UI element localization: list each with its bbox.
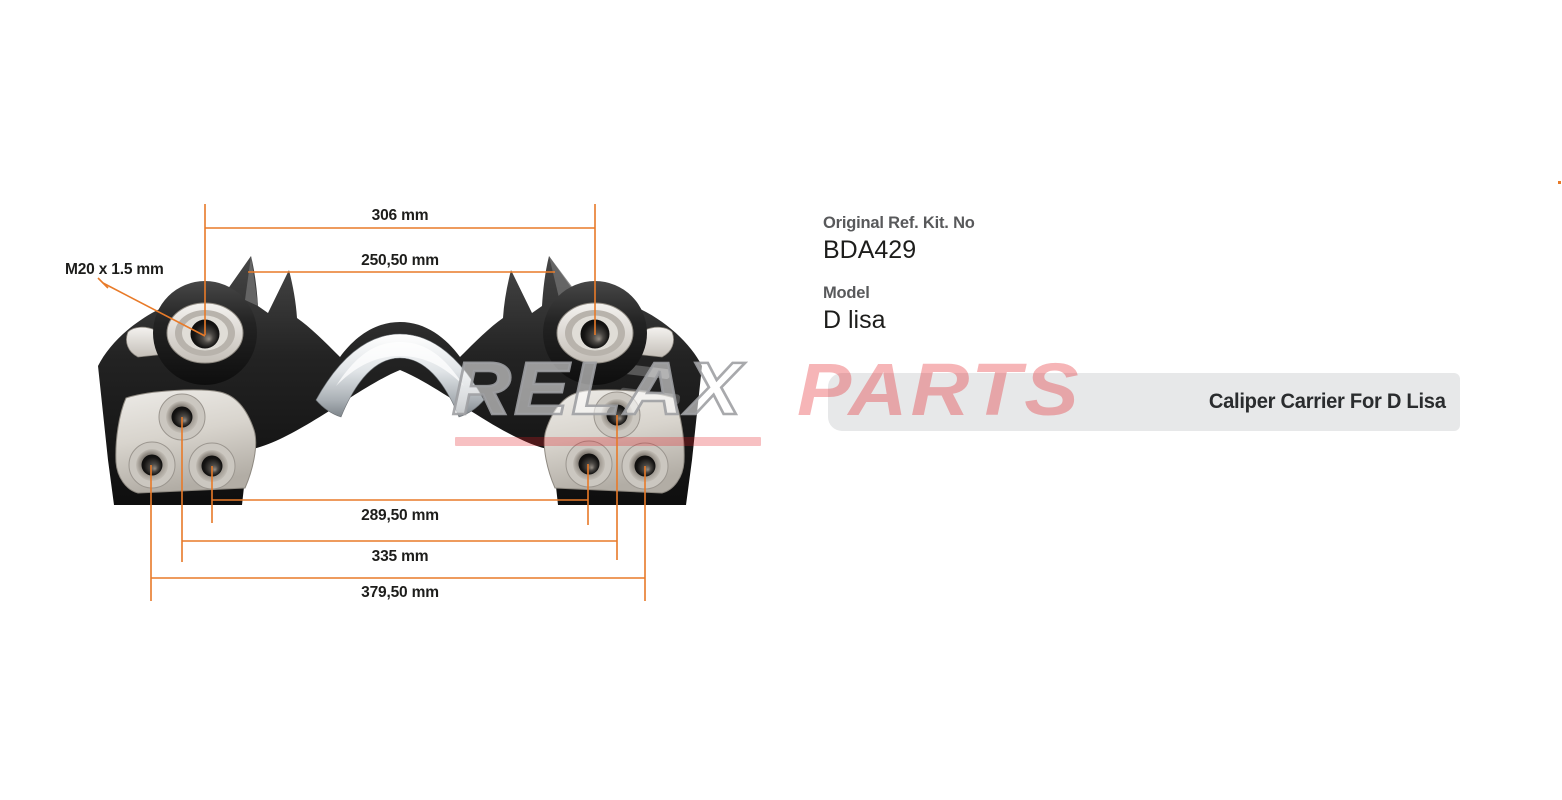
watermark-relax-wordmark: RELAX (451, 347, 745, 430)
dim-bottom-middle-lines (181, 415, 618, 562)
model-value: D lisa (823, 306, 886, 334)
dimension-lines (97, 204, 646, 601)
dim-thread-label: M20 x 1.5 mm (65, 261, 164, 278)
bridge-arch (315, 333, 485, 418)
dim-bottom-middle-label: 335 mm (371, 548, 429, 565)
ref-kit-value: BDA429 (823, 236, 917, 264)
product-banner: Caliper Carrier For D Lisa (828, 373, 1460, 431)
stray-pixel (1558, 181, 1561, 184)
dim-bottom-inner-label: 289,50 mm (361, 507, 439, 524)
dim-bottom-outer-lines (150, 465, 646, 601)
watermark-parts-wordmark: PARTS (797, 348, 1082, 431)
dim-top-outer-label: 306 mm (371, 207, 429, 224)
ref-kit-label: Original Ref. Kit. No (823, 213, 975, 232)
watermark-underline (455, 437, 761, 446)
dim-bottom-outer-label: 379,50 mm (361, 584, 439, 601)
dim-top-outer-lines (204, 204, 596, 335)
pad-hole (565, 440, 613, 488)
pad-hole (128, 441, 176, 489)
banner-title: Caliper Carrier For D Lisa (1209, 390, 1446, 413)
mount-pad-right (543, 389, 685, 494)
spike-highlight-left (245, 256, 258, 306)
dim-top-inner-label: 250,50 mm (361, 252, 439, 269)
thread-leader-line (97, 277, 206, 337)
dim-bottom-inner-lines (211, 464, 589, 525)
model-label: Model (823, 283, 870, 302)
